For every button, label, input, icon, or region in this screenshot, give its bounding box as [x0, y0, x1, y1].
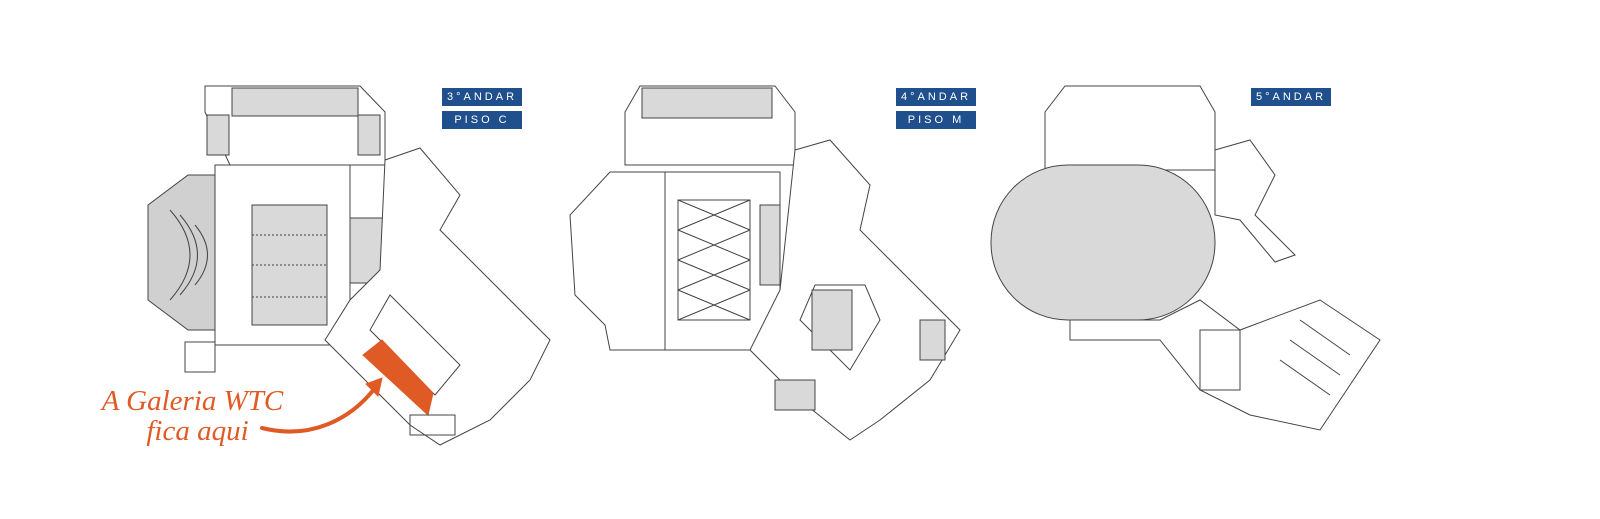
level-label-m: PISO M [896, 111, 976, 129]
floor-plan-5-andar [990, 85, 1381, 431]
callout-text: A Galeria WTC fica aqui [85, 386, 300, 446]
callout-line-2: fica aqui [146, 415, 249, 447]
callout-line-1: A Galeria WTC [101, 385, 284, 417]
arrow-head-icon [365, 377, 383, 397]
galeria-wtc-highlight [362, 339, 434, 416]
floor-label-3: 3°ANDAR [442, 88, 522, 106]
floor-plan-3-andar [147, 85, 551, 446]
level-label-c: PISO C [442, 111, 522, 129]
callout-arrow [260, 386, 377, 434]
floor-plan-4-andar [569, 85, 961, 441]
floor-label-4: 4°ANDAR [896, 88, 976, 106]
floor-label-5: 5°ANDAR [1251, 88, 1331, 106]
